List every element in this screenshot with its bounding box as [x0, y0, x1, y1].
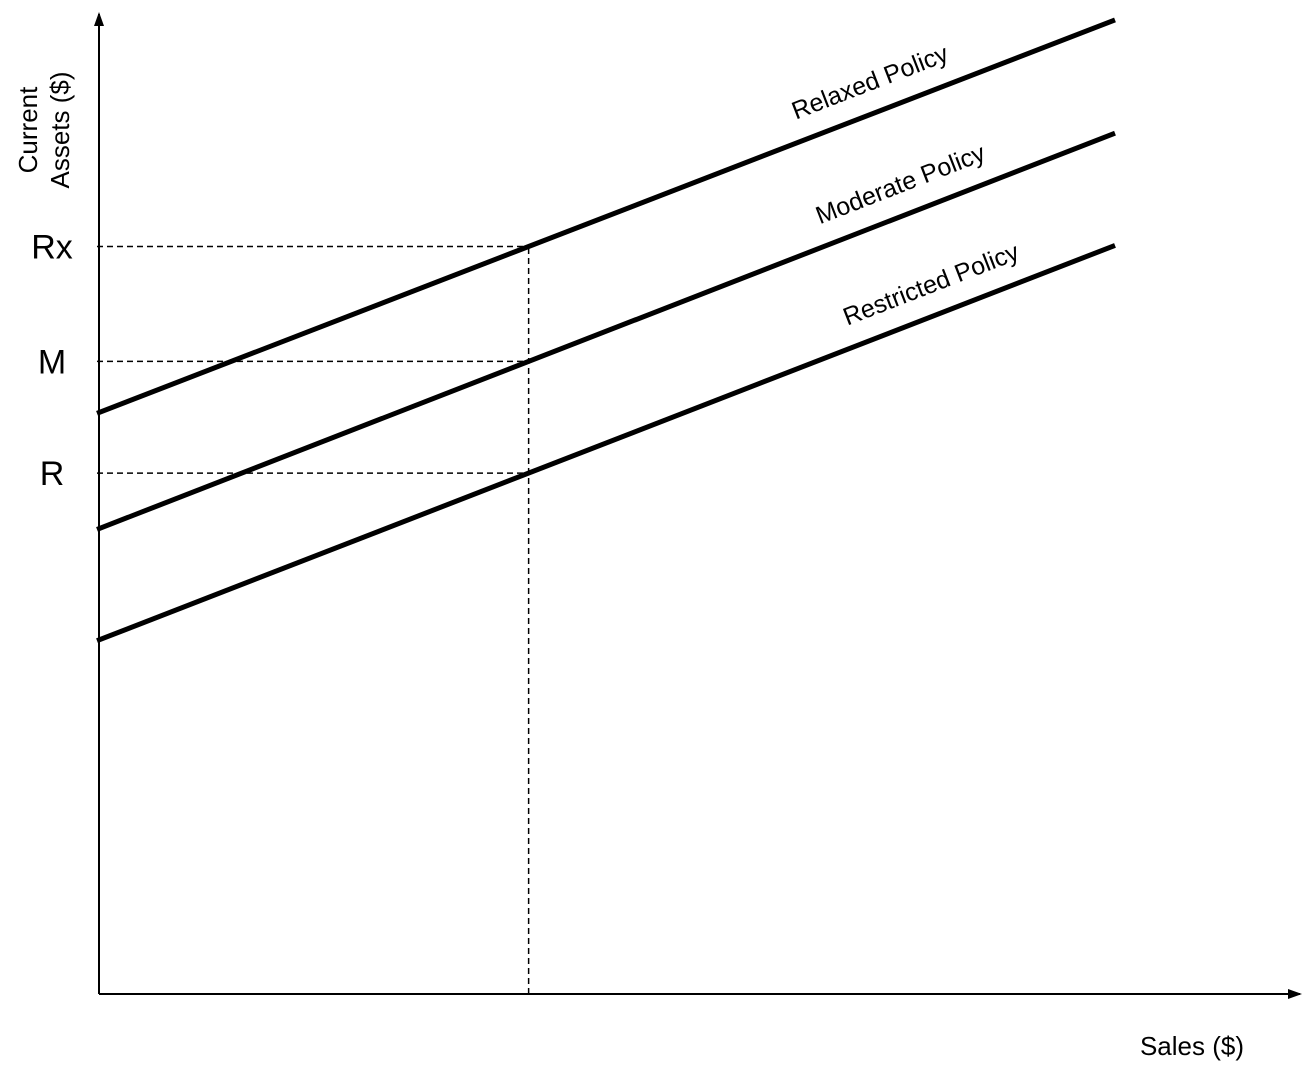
moderate-policy-line	[96, 130, 1116, 532]
x-axis-label: Sales ($)	[1140, 1031, 1244, 1061]
y-tick-label-r: R	[40, 455, 65, 493]
y-axis-label: Current Assets ($)	[13, 71, 75, 188]
restricted-policy-line	[96, 243, 1116, 644]
y-axis-label-line-1: Current	[13, 86, 43, 173]
y-tick-labels: RxM R	[31, 229, 73, 494]
relaxed-policy-line	[96, 17, 1116, 416]
reference-guides	[97, 245, 530, 994]
y-tick-label-rx: Rx	[31, 229, 73, 267]
series-lines	[96, 17, 1116, 644]
y-tick-label-m: M	[38, 343, 66, 381]
y-axis-label-line-2: Assets ($)	[45, 71, 75, 188]
